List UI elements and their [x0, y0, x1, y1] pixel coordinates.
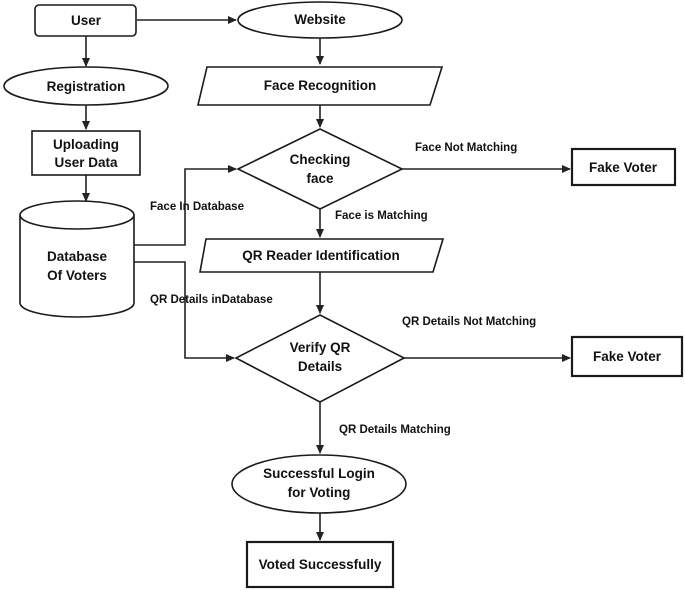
node-registration-label: Registration: [47, 79, 126, 94]
node-qr-reader-label: QR Reader Identification: [242, 248, 400, 263]
node-login-label-line2: for Voting: [288, 485, 351, 500]
node-face-recognition-label: Face Recognition: [264, 78, 377, 93]
node-qr-reader-identification: QR Reader Identification: [199, 238, 445, 273]
node-verify-label-line2: Details: [298, 359, 342, 374]
edge-label-qr-not-matching: QR Details Not Matching: [402, 316, 536, 328]
node-checking-label-line2: face: [306, 171, 334, 186]
node-fake-voter-1: Fake Voter: [570, 147, 677, 187]
node-database-label-line1: Database: [47, 249, 108, 264]
node-user: User: [34, 4, 137, 37]
node-uploading-label-line1: Uploading: [53, 137, 119, 152]
node-fake-voter-2-label: Fake Voter: [593, 349, 662, 364]
node-voted-successfully: Voted Successfully: [245, 540, 395, 589]
edge-label-qr-matching: QR Details Matching: [339, 424, 451, 436]
node-website-label: Website: [294, 12, 346, 27]
node-database-of-voters: Database Of Voters: [19, 200, 135, 318]
node-login-label-line1: Successful Login: [263, 466, 375, 481]
node-uploading-label-line2: User Data: [54, 155, 118, 170]
node-face-recognition: Face Recognition: [196, 66, 444, 106]
node-verify-qr-details: Verify QR Details: [234, 314, 406, 403]
node-fake-voter-2: Fake Voter: [570, 335, 684, 378]
node-verify-label-line1: Verify QR: [290, 340, 351, 355]
node-checking-face: Checking face: [236, 128, 404, 210]
node-registration: Registration: [3, 66, 169, 106]
node-user-label: User: [71, 13, 102, 28]
edge-database-checking: [133, 165, 237, 246]
node-database-label-line2: Of Voters: [47, 268, 107, 283]
node-fake-voter-1-label: Fake Voter: [589, 160, 658, 175]
edge-label-qr-details-in-database: QR Details inDatabase: [150, 294, 273, 306]
node-checking-label-line1: Checking: [290, 152, 351, 167]
node-uploading-user-data: Uploading User Data: [31, 130, 141, 176]
edge-label-face-not-matching: Face Not Matching: [415, 142, 517, 154]
node-successful-login: Successful Login for Voting: [231, 454, 407, 514]
edge-label-face-in-database: Face In Database: [150, 201, 244, 213]
node-voted-label: Voted Successfully: [259, 557, 382, 572]
edge-database-verify: [133, 261, 235, 362]
node-website: Website: [237, 1, 403, 39]
edge-label-face-is-matching: Face is Matching: [335, 210, 428, 222]
